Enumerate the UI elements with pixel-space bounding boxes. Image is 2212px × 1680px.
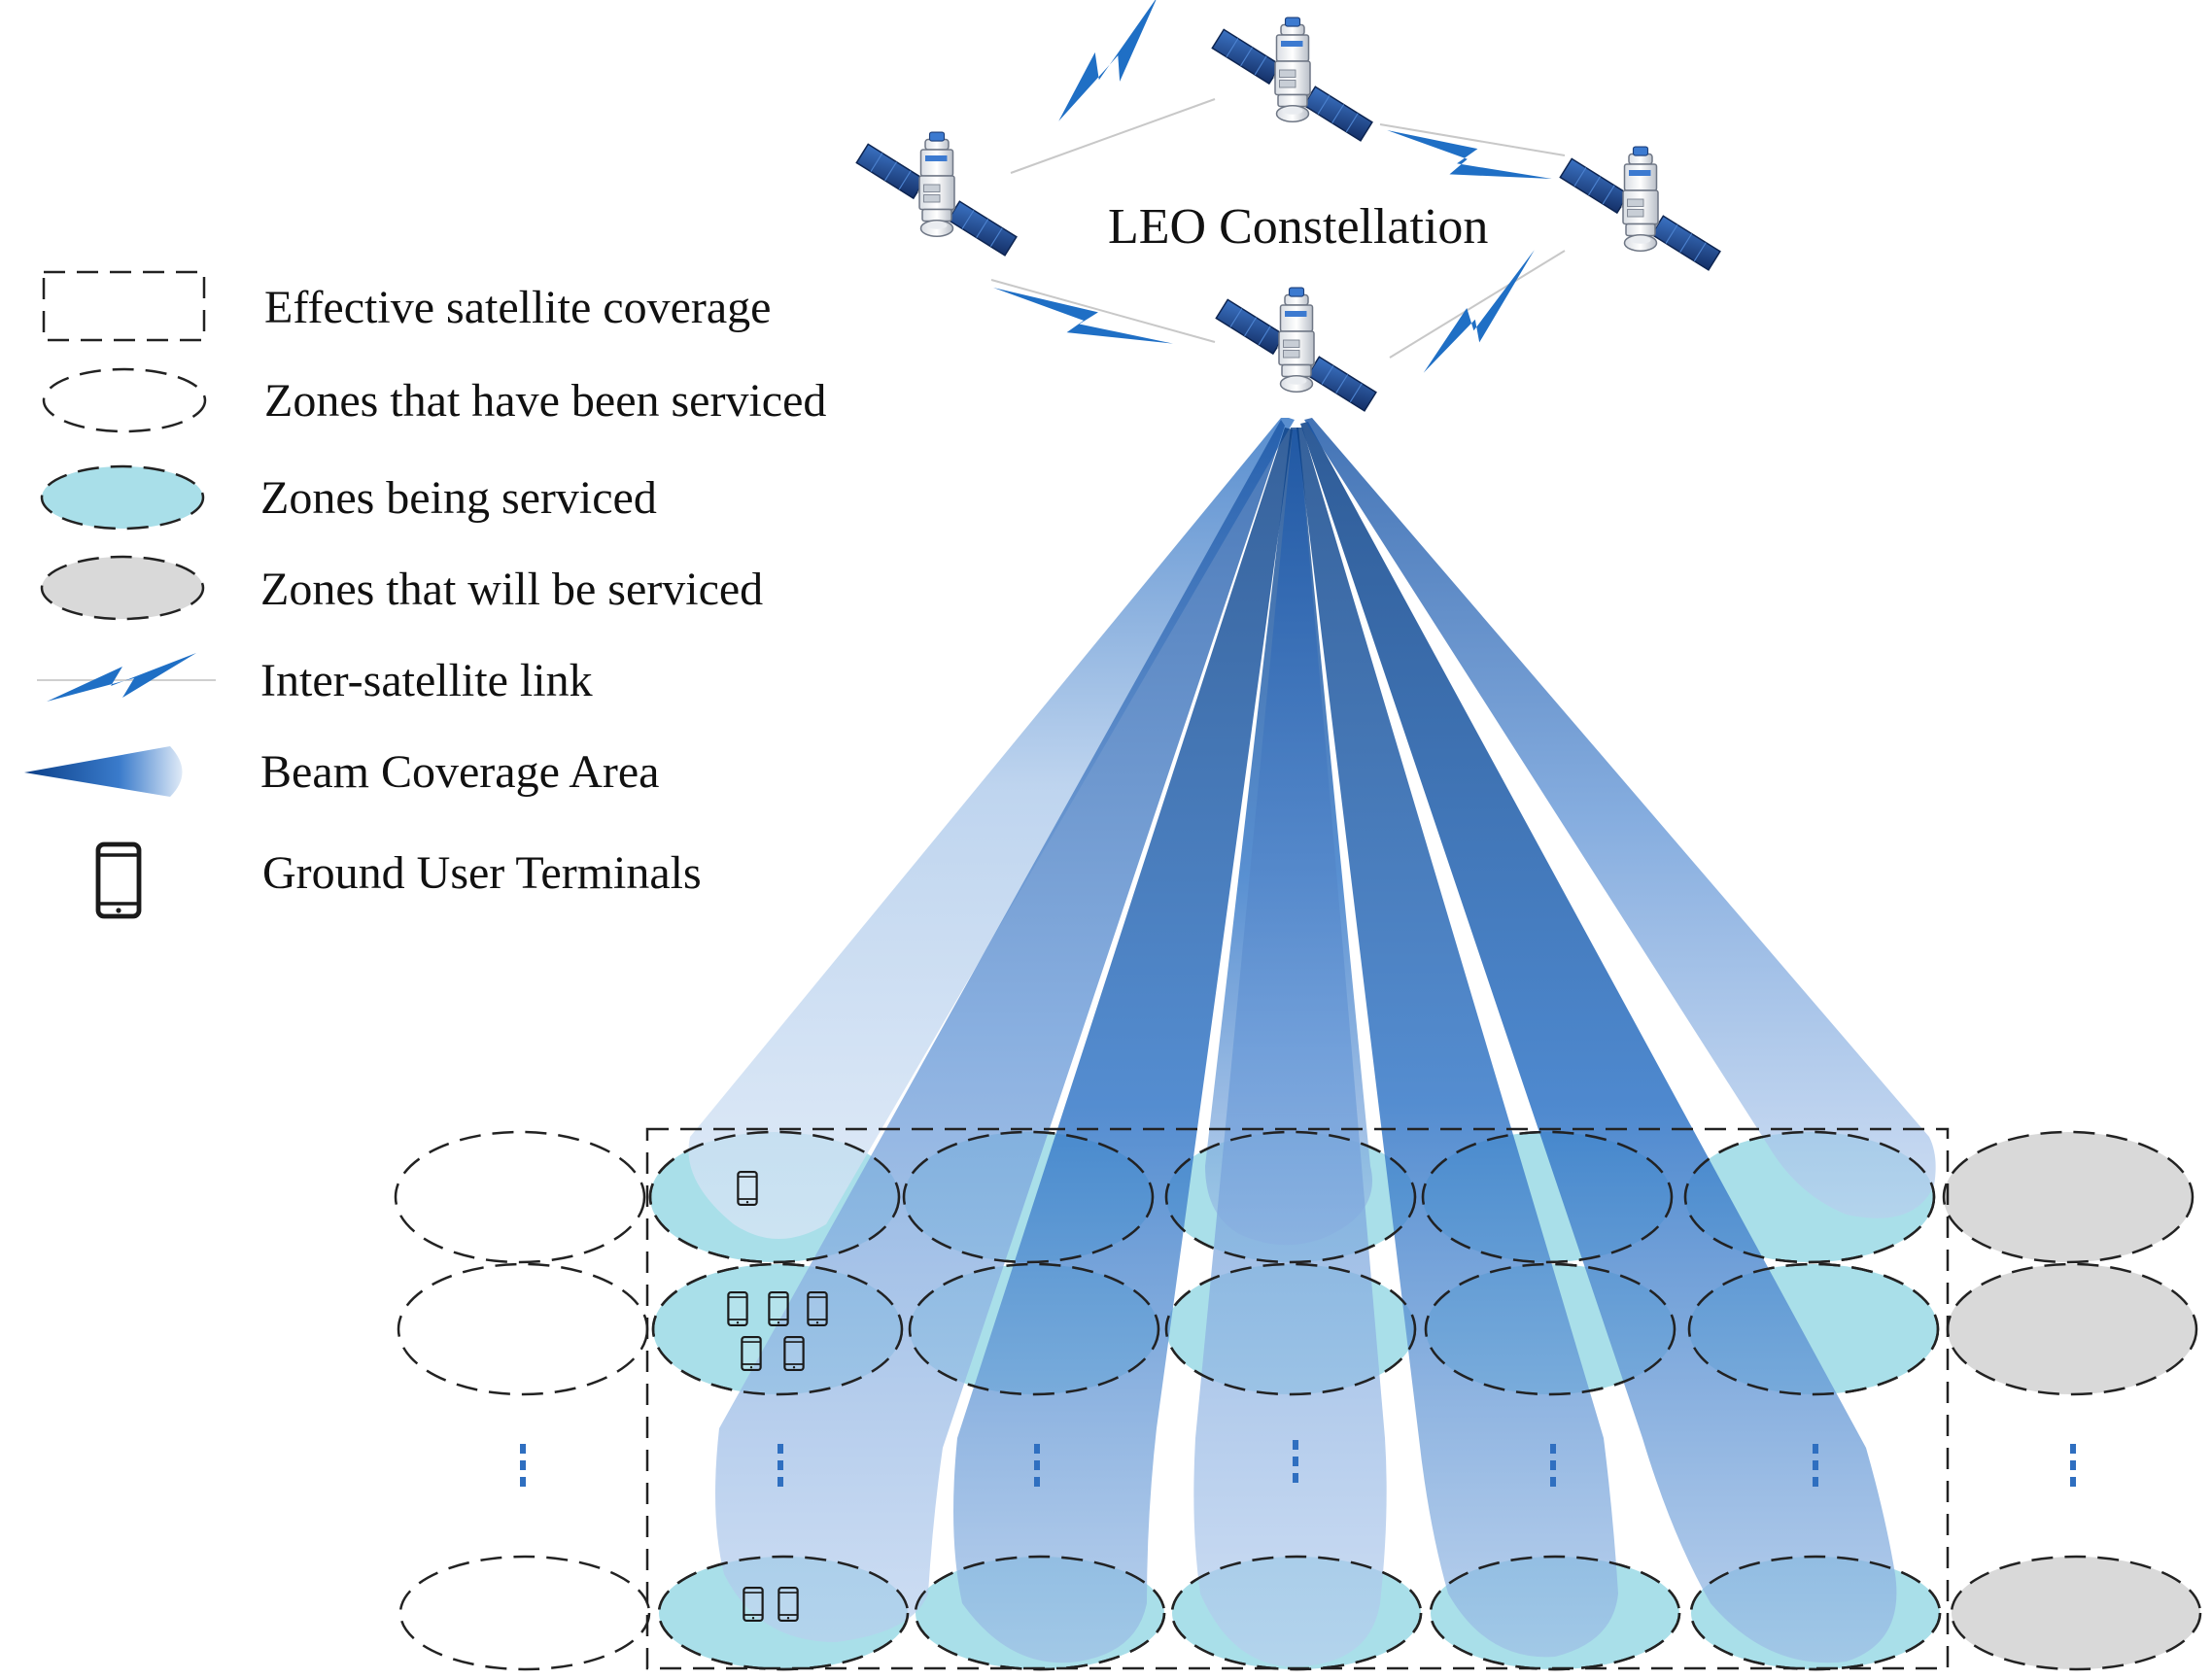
dashed-ellipse-white-icon bbox=[42, 367, 207, 433]
phone-icon bbox=[778, 1586, 799, 1623]
isl-bolt-top-right bbox=[1387, 129, 1552, 180]
phone-icon bbox=[741, 1335, 762, 1372]
beam-cone bbox=[1300, 422, 1897, 1663]
legend-item-will-be-serviced: Zones that will be serviced bbox=[40, 555, 763, 621]
inter-satellite-links bbox=[993, 0, 1552, 373]
beam-cone bbox=[953, 428, 1293, 1663]
constellation-label: LEO Constellation bbox=[1108, 199, 1488, 255]
dashed-ellipse-grey-icon bbox=[40, 555, 205, 621]
ellipsis-dots bbox=[2070, 1444, 2076, 1487]
phone-icon bbox=[783, 1335, 805, 1372]
legend-item-isl: Inter-satellite link bbox=[37, 653, 593, 706]
beam-cone bbox=[715, 420, 1285, 1642]
legend: Effective satellite coverage Zones that … bbox=[24, 270, 826, 916]
zone-will-be-serviced bbox=[1950, 1555, 2202, 1671]
legend-item-beam: Beam Coverage Area bbox=[24, 746, 659, 798]
ellipsis-dots bbox=[778, 1444, 783, 1487]
legend-label: Zones that have been serviced bbox=[264, 375, 826, 427]
lightning-link-icon bbox=[47, 653, 196, 702]
legend-label: Ground User Terminals bbox=[262, 847, 702, 899]
legend-label: Effective satellite coverage bbox=[264, 282, 771, 333]
zone-will-be-serviced bbox=[1946, 1262, 2198, 1396]
phone-icon bbox=[727, 1290, 748, 1327]
link-lines bbox=[990, 98, 1566, 359]
satellite-icon bbox=[1215, 287, 1377, 412]
beam-cone bbox=[1193, 429, 1387, 1667]
legend-item-terminal: Ground User Terminals bbox=[98, 844, 702, 916]
beam-cone bbox=[1304, 418, 1936, 1218]
ellipsis-dots bbox=[1034, 1444, 1040, 1487]
phone-icon bbox=[743, 1586, 764, 1623]
zone-serviced bbox=[398, 1555, 651, 1671]
phone-icon bbox=[737, 1170, 758, 1207]
dashed-ellipse-cyan-icon bbox=[40, 464, 205, 531]
legend-label: Zones being serviced bbox=[260, 472, 657, 524]
legend-label: Beam Coverage Area bbox=[260, 746, 659, 798]
phone-icon bbox=[768, 1290, 789, 1327]
beam-cone bbox=[1296, 428, 1618, 1658]
phone-icon bbox=[807, 1290, 828, 1327]
ellipsis-dots bbox=[1550, 1444, 1556, 1487]
ellipsis-dots bbox=[520, 1444, 526, 1487]
effective-coverage-rect bbox=[645, 1127, 1950, 1670]
dashed-rectangle-icon bbox=[42, 270, 206, 342]
isl-bolt-top-left bbox=[1058, 0, 1158, 121]
ellipsis-dots bbox=[1293, 1440, 1298, 1483]
legend-item-serviced: Zones that have been serviced bbox=[42, 367, 826, 433]
legend-label: Inter-satellite link bbox=[260, 655, 593, 706]
beam-cone bbox=[688, 418, 1295, 1239]
satellite-icon bbox=[855, 131, 1018, 257]
satellite-icon bbox=[1559, 146, 1721, 271]
zone-serviced bbox=[394, 1130, 646, 1264]
legend-item-effective-coverage: Effective satellite coverage bbox=[42, 270, 771, 342]
satellite-icon bbox=[1211, 17, 1373, 142]
zone-will-be-serviced bbox=[1942, 1130, 2195, 1264]
row-ellipsis bbox=[520, 1440, 2076, 1487]
ellipsis-dots bbox=[1813, 1444, 1818, 1487]
isl-bolt-bottom-right bbox=[1423, 250, 1535, 373]
legend-label: Zones that will be serviced bbox=[260, 564, 763, 615]
zone-serviced bbox=[397, 1262, 649, 1396]
legend-item-being-serviced: Zones being serviced bbox=[40, 464, 657, 531]
isl-bolt-bottom-left bbox=[993, 288, 1173, 344]
beam-coverage-areas bbox=[688, 418, 1936, 1667]
beam-cone-icon bbox=[24, 746, 183, 797]
phone-icon bbox=[98, 844, 139, 916]
